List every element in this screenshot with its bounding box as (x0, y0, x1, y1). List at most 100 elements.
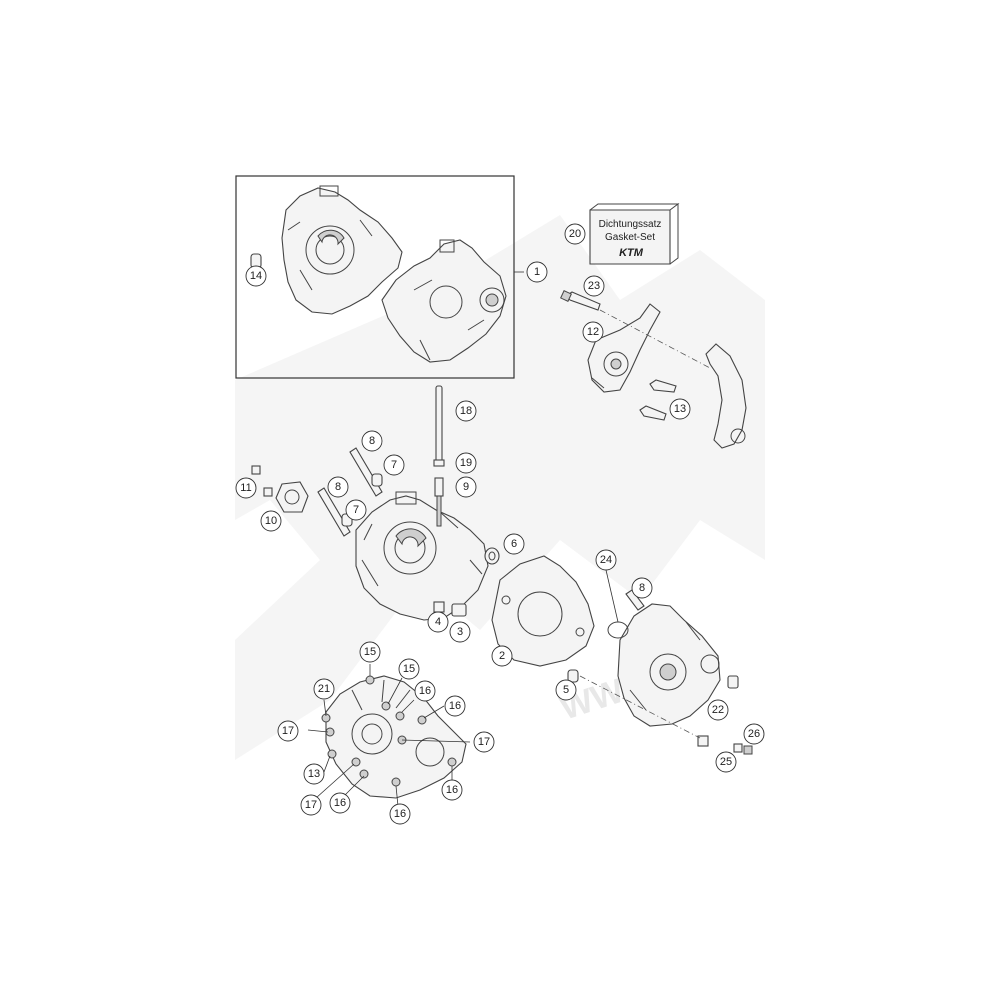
callouts: 1 2 3 4 5 6 7 7 8 8 8 9 10 11 12 13 13 1… (235, 223, 765, 825)
svg-text:12: 12 (587, 326, 599, 338)
callout-23: 23 (583, 275, 605, 297)
plug-22 (727, 675, 739, 689)
callout-8-right: 8 (631, 577, 653, 599)
svg-text:7: 7 (391, 459, 397, 471)
callout-16-d: 16 (389, 803, 411, 825)
callout-20: 20 (564, 223, 586, 245)
callout-14: 14 (245, 265, 267, 287)
svg-text:2: 2 (499, 650, 505, 662)
crankcase-right-half-main (617, 603, 721, 727)
long-stud-18 (435, 385, 443, 463)
svg-text:17: 17 (305, 799, 317, 811)
bolt-13-top (639, 379, 677, 421)
gasket-box-line2: Gasket-Set (605, 232, 655, 243)
plug-4 (433, 601, 445, 613)
svg-text:16: 16 (449, 700, 461, 712)
seal-6 (484, 547, 500, 565)
svg-text:9: 9 (463, 481, 469, 493)
svg-text:22: 22 (712, 704, 724, 716)
gasket-box-line1: Dichtungssatz (599, 219, 662, 230)
svg-text:8: 8 (639, 582, 645, 594)
callout-3: 3 (449, 621, 471, 643)
callout-6: 6 (503, 533, 525, 555)
svg-text:20: 20 (569, 228, 581, 240)
svg-text:21: 21 (318, 683, 330, 695)
gasket-set-box: Dichtungssatz Gasket-Set KTM (589, 203, 680, 265)
callout-4: 4 (427, 611, 449, 633)
svg-text:6: 6 (511, 538, 517, 550)
callout-1: 1 (526, 261, 548, 283)
svg-text:15: 15 (364, 646, 376, 658)
bolt-23 (560, 290, 601, 311)
bolt-11 (251, 465, 273, 497)
svg-text:8: 8 (369, 435, 375, 447)
callout-8-lower: 8 (327, 476, 349, 498)
callout-17-bottom: 17 (300, 794, 322, 816)
clutch-cover (325, 675, 467, 799)
callout-16-e: 16 (441, 779, 463, 801)
callout-15-right: 15 (398, 658, 420, 680)
svg-text:16: 16 (419, 685, 431, 697)
callout-16-a: 16 (414, 680, 436, 702)
sleeve-7-upper (371, 473, 383, 487)
svg-text:19: 19 (460, 457, 472, 469)
svg-text:25: 25 (720, 756, 732, 768)
callout-16-c: 16 (329, 792, 351, 814)
svg-text:3: 3 (457, 626, 463, 638)
callout-24: 24 (595, 549, 617, 571)
svg-text:16: 16 (394, 808, 406, 820)
svg-text:7: 7 (353, 504, 359, 516)
callout-17-left: 17 (277, 720, 299, 742)
sleeve-5 (567, 669, 579, 683)
leader-lines (307, 271, 619, 807)
axis-line-right (579, 675, 701, 739)
svg-text:17: 17 (478, 736, 490, 748)
callout-13-bottom: 13 (303, 763, 325, 785)
svg-text:15: 15 (403, 663, 415, 675)
screw-25-26 (697, 735, 753, 755)
svg-text:16: 16 (446, 784, 458, 796)
callout-16-b: 16 (444, 695, 466, 717)
callout-21: 21 (313, 678, 335, 700)
svg-text:1: 1 (534, 266, 540, 278)
callout-13-top: 13 (669, 398, 691, 420)
svg-text:26: 26 (748, 728, 760, 740)
svg-text:13: 13 (308, 768, 320, 780)
svg-text:11: 11 (240, 482, 251, 494)
svg-text:18: 18 (460, 405, 472, 417)
bracket-12 (587, 303, 661, 393)
svg-text:24: 24 (600, 554, 612, 566)
gasket-box-logo: KTM (619, 247, 644, 259)
callout-7-upper: 7 (383, 454, 405, 476)
callout-10: 10 (260, 510, 282, 532)
circlip-24 (607, 621, 629, 639)
svg-text:23: 23 (588, 280, 600, 292)
callout-18: 18 (455, 400, 477, 422)
callout-25: 25 (715, 751, 737, 773)
svg-text:17: 17 (282, 725, 294, 737)
svg-text:14: 14 (250, 270, 262, 282)
cover-plate-10 (275, 481, 309, 513)
fitting-9 (434, 477, 444, 527)
callout-7-lower: 7 (345, 499, 367, 521)
svg-text:5: 5 (563, 684, 569, 696)
svg-text:13: 13 (674, 403, 686, 415)
callout-8-upper: 8 (361, 430, 383, 452)
callout-9: 9 (455, 476, 477, 498)
dowel-8-right (625, 589, 645, 611)
washer-19 (433, 459, 445, 467)
svg-text:16: 16 (334, 797, 346, 809)
callout-17-right: 17 (473, 731, 495, 753)
crankcase-left-half-main (355, 491, 489, 621)
assembly-box (235, 175, 515, 379)
callout-11: 11 (235, 477, 257, 499)
crankcase-left-half-top (281, 185, 403, 315)
plug-3 (451, 603, 467, 617)
callout-19: 19 (455, 452, 477, 474)
svg-text:4: 4 (435, 616, 441, 628)
callout-5: 5 (555, 679, 577, 701)
callout-12: 12 (582, 321, 604, 343)
crankcase-right-half-top (381, 239, 507, 363)
callout-22: 22 (707, 699, 729, 721)
